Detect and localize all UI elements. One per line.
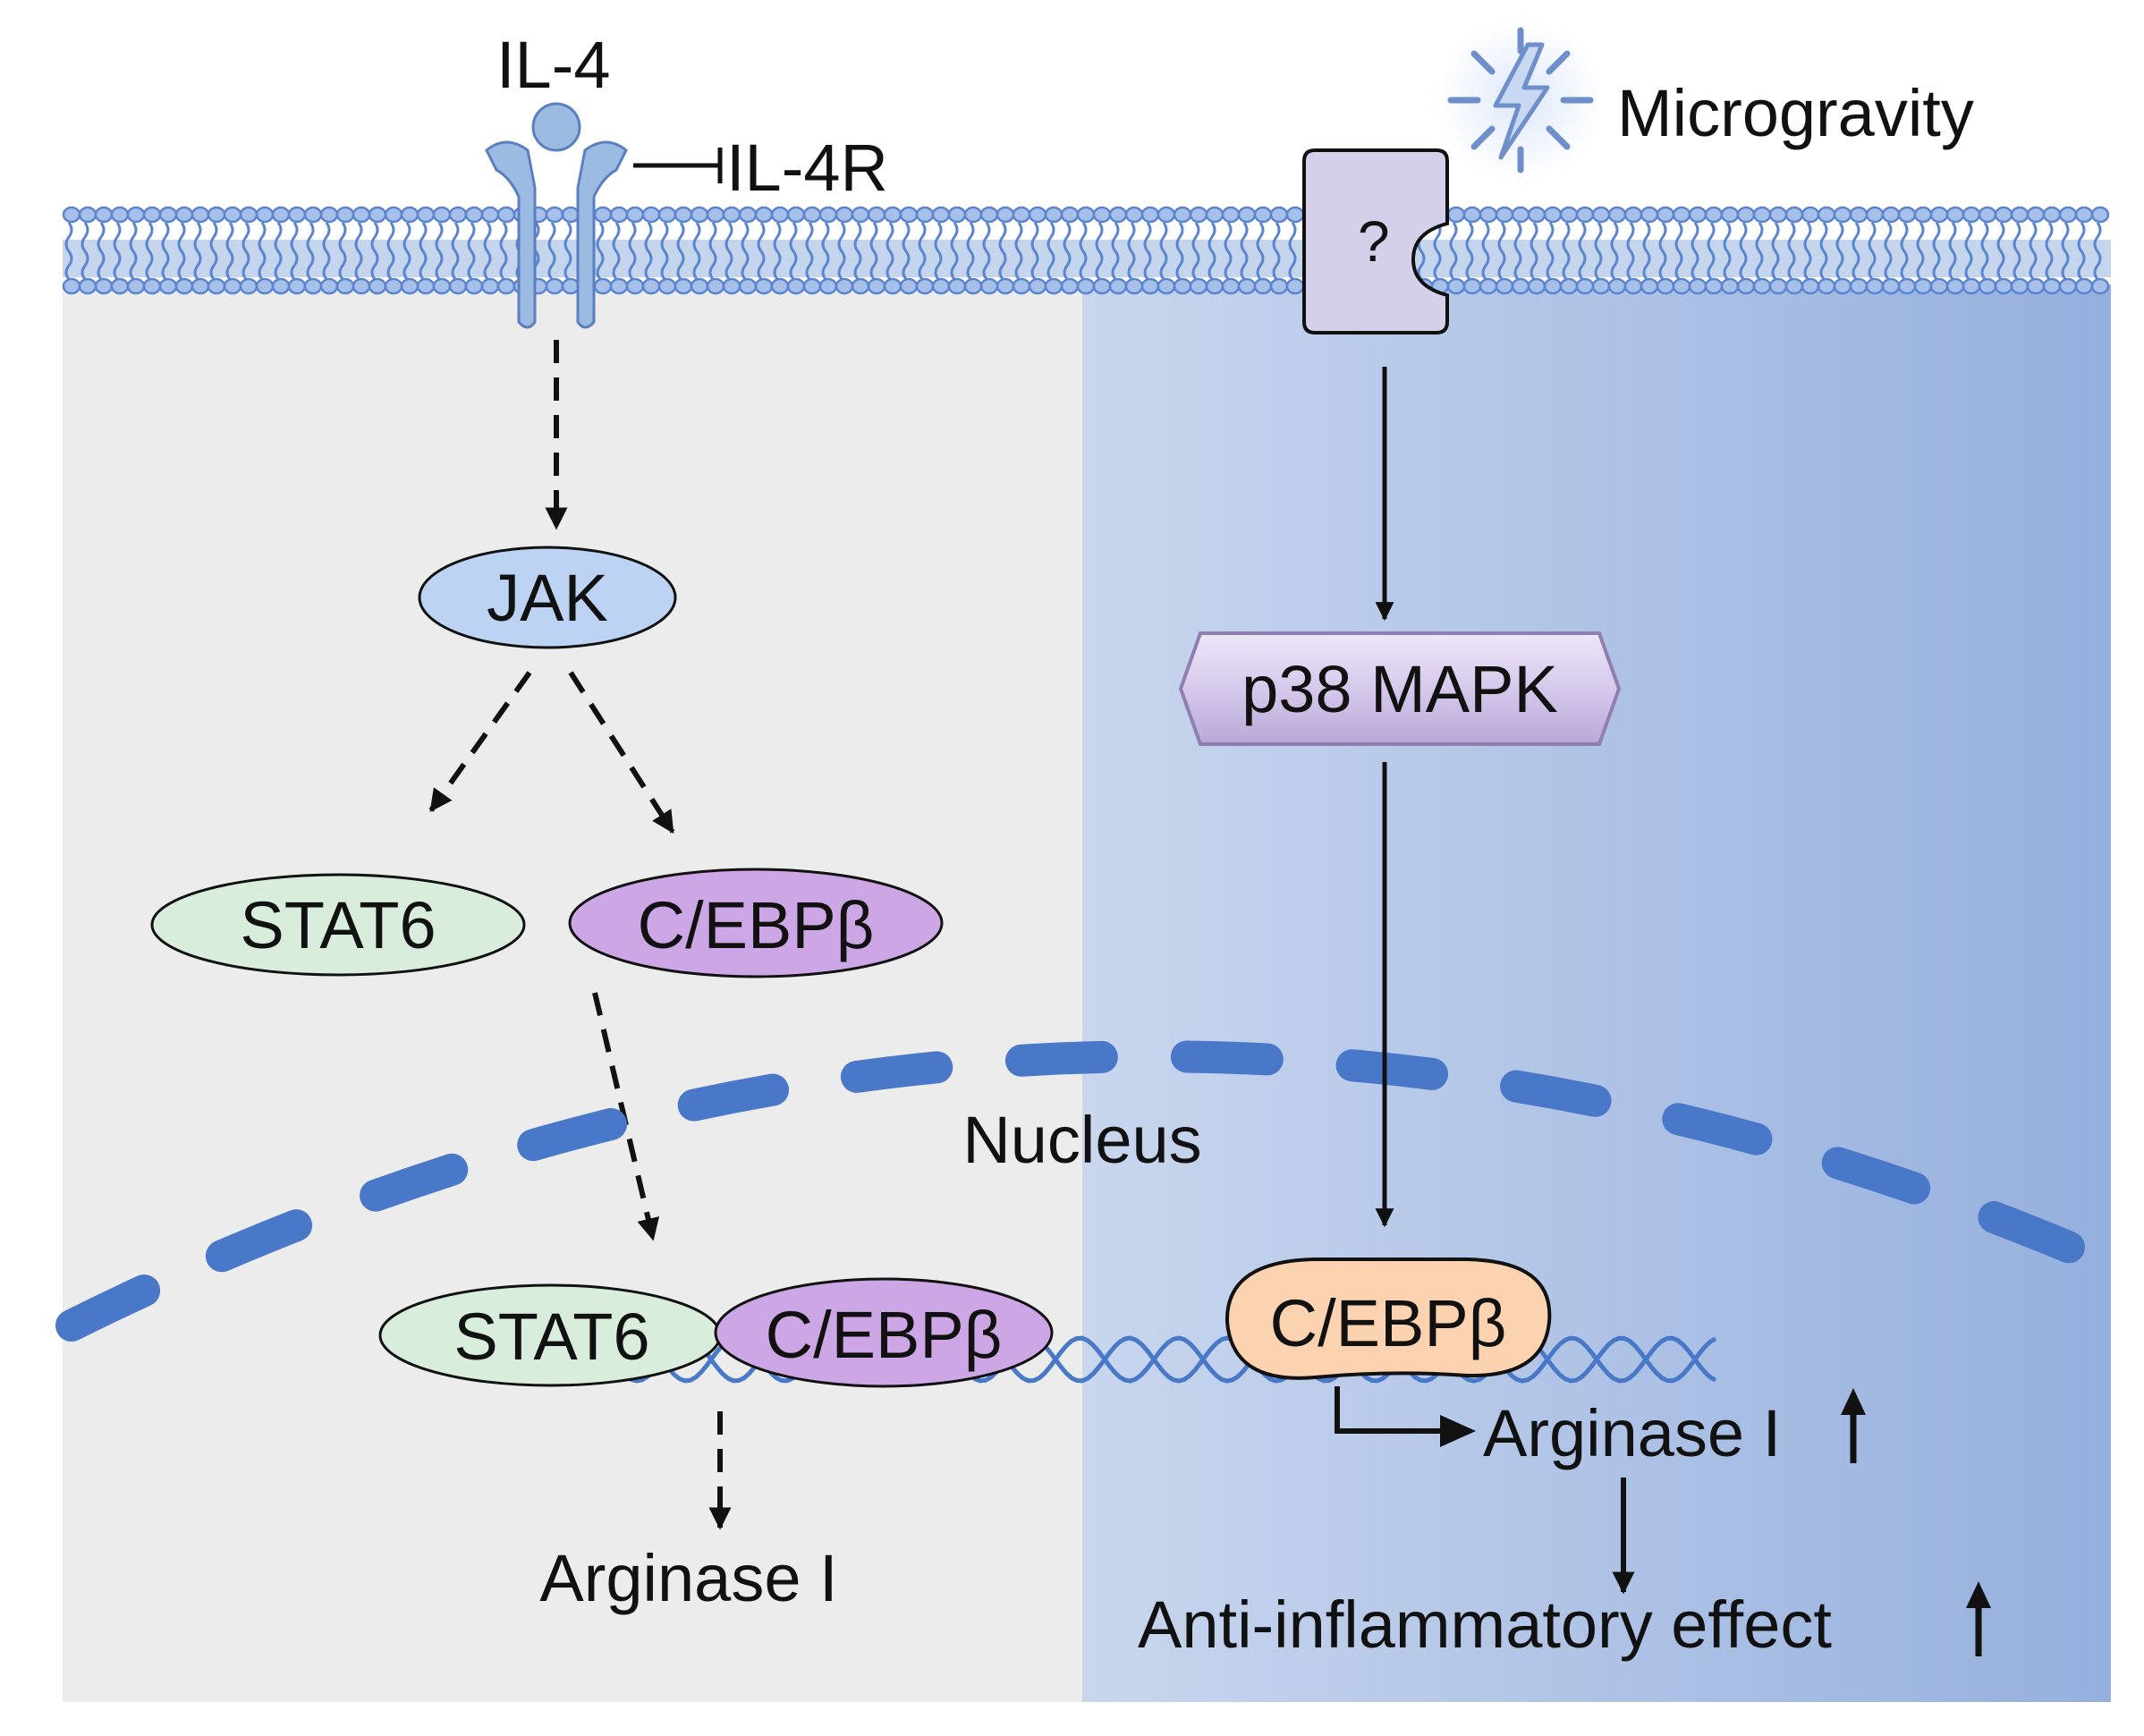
cebpb-right-node <box>1225 1258 1552 1380</box>
nucleus-label: Nucleus <box>962 1103 1201 1177</box>
lightning-burst-icon <box>1436 20 1606 181</box>
p38-label: p38 MAPK <box>1241 652 1558 726</box>
left-panel <box>63 284 1082 1702</box>
p38-node <box>1178 631 1622 746</box>
stat6-node <box>150 873 526 977</box>
jak-node <box>418 546 677 649</box>
unknown-receptor <box>1302 148 1449 334</box>
cebpb-label: C/EBPβ <box>638 888 875 962</box>
stat6-nuclear-label: STAT6 <box>453 1300 649 1374</box>
up-arrow-icon <box>1966 1581 1991 1656</box>
arrow-jak-to-stat6 <box>428 671 532 813</box>
cebpb-nuclear-node <box>714 1277 1054 1388</box>
cebpb-right-label: C/EBPβ <box>1270 1286 1507 1360</box>
arginase-left-label: Arginase I <box>539 1541 837 1615</box>
arrow-jak-to-cebpb <box>568 671 675 834</box>
il4r-label: IL-4R <box>726 131 888 205</box>
arginase-right-label: Arginase I <box>1483 1396 1781 1470</box>
transmembrane-receptor-icon <box>485 102 628 329</box>
cebpb-nuclear-label: C/EBPβ <box>766 1298 1003 1372</box>
jak-label: JAK <box>487 561 608 635</box>
cebpb-node <box>568 868 944 978</box>
transcription-arrow <box>1335 1386 1449 1434</box>
up-arrow-icon <box>1841 1388 1866 1463</box>
unknown-receptor-label: ? <box>1358 209 1390 274</box>
il4-label: IL-4 <box>496 28 611 102</box>
stat6-label: STAT6 <box>240 888 436 962</box>
cell-membrane <box>62 206 2111 295</box>
microgravity-label: Microgravity <box>1617 76 1974 150</box>
right-panel <box>1082 284 2111 1702</box>
nucleus-envelope <box>55 1040 2114 1342</box>
anti-inflammatory-label: Anti-inflammatory effect <box>1138 1588 1832 1662</box>
